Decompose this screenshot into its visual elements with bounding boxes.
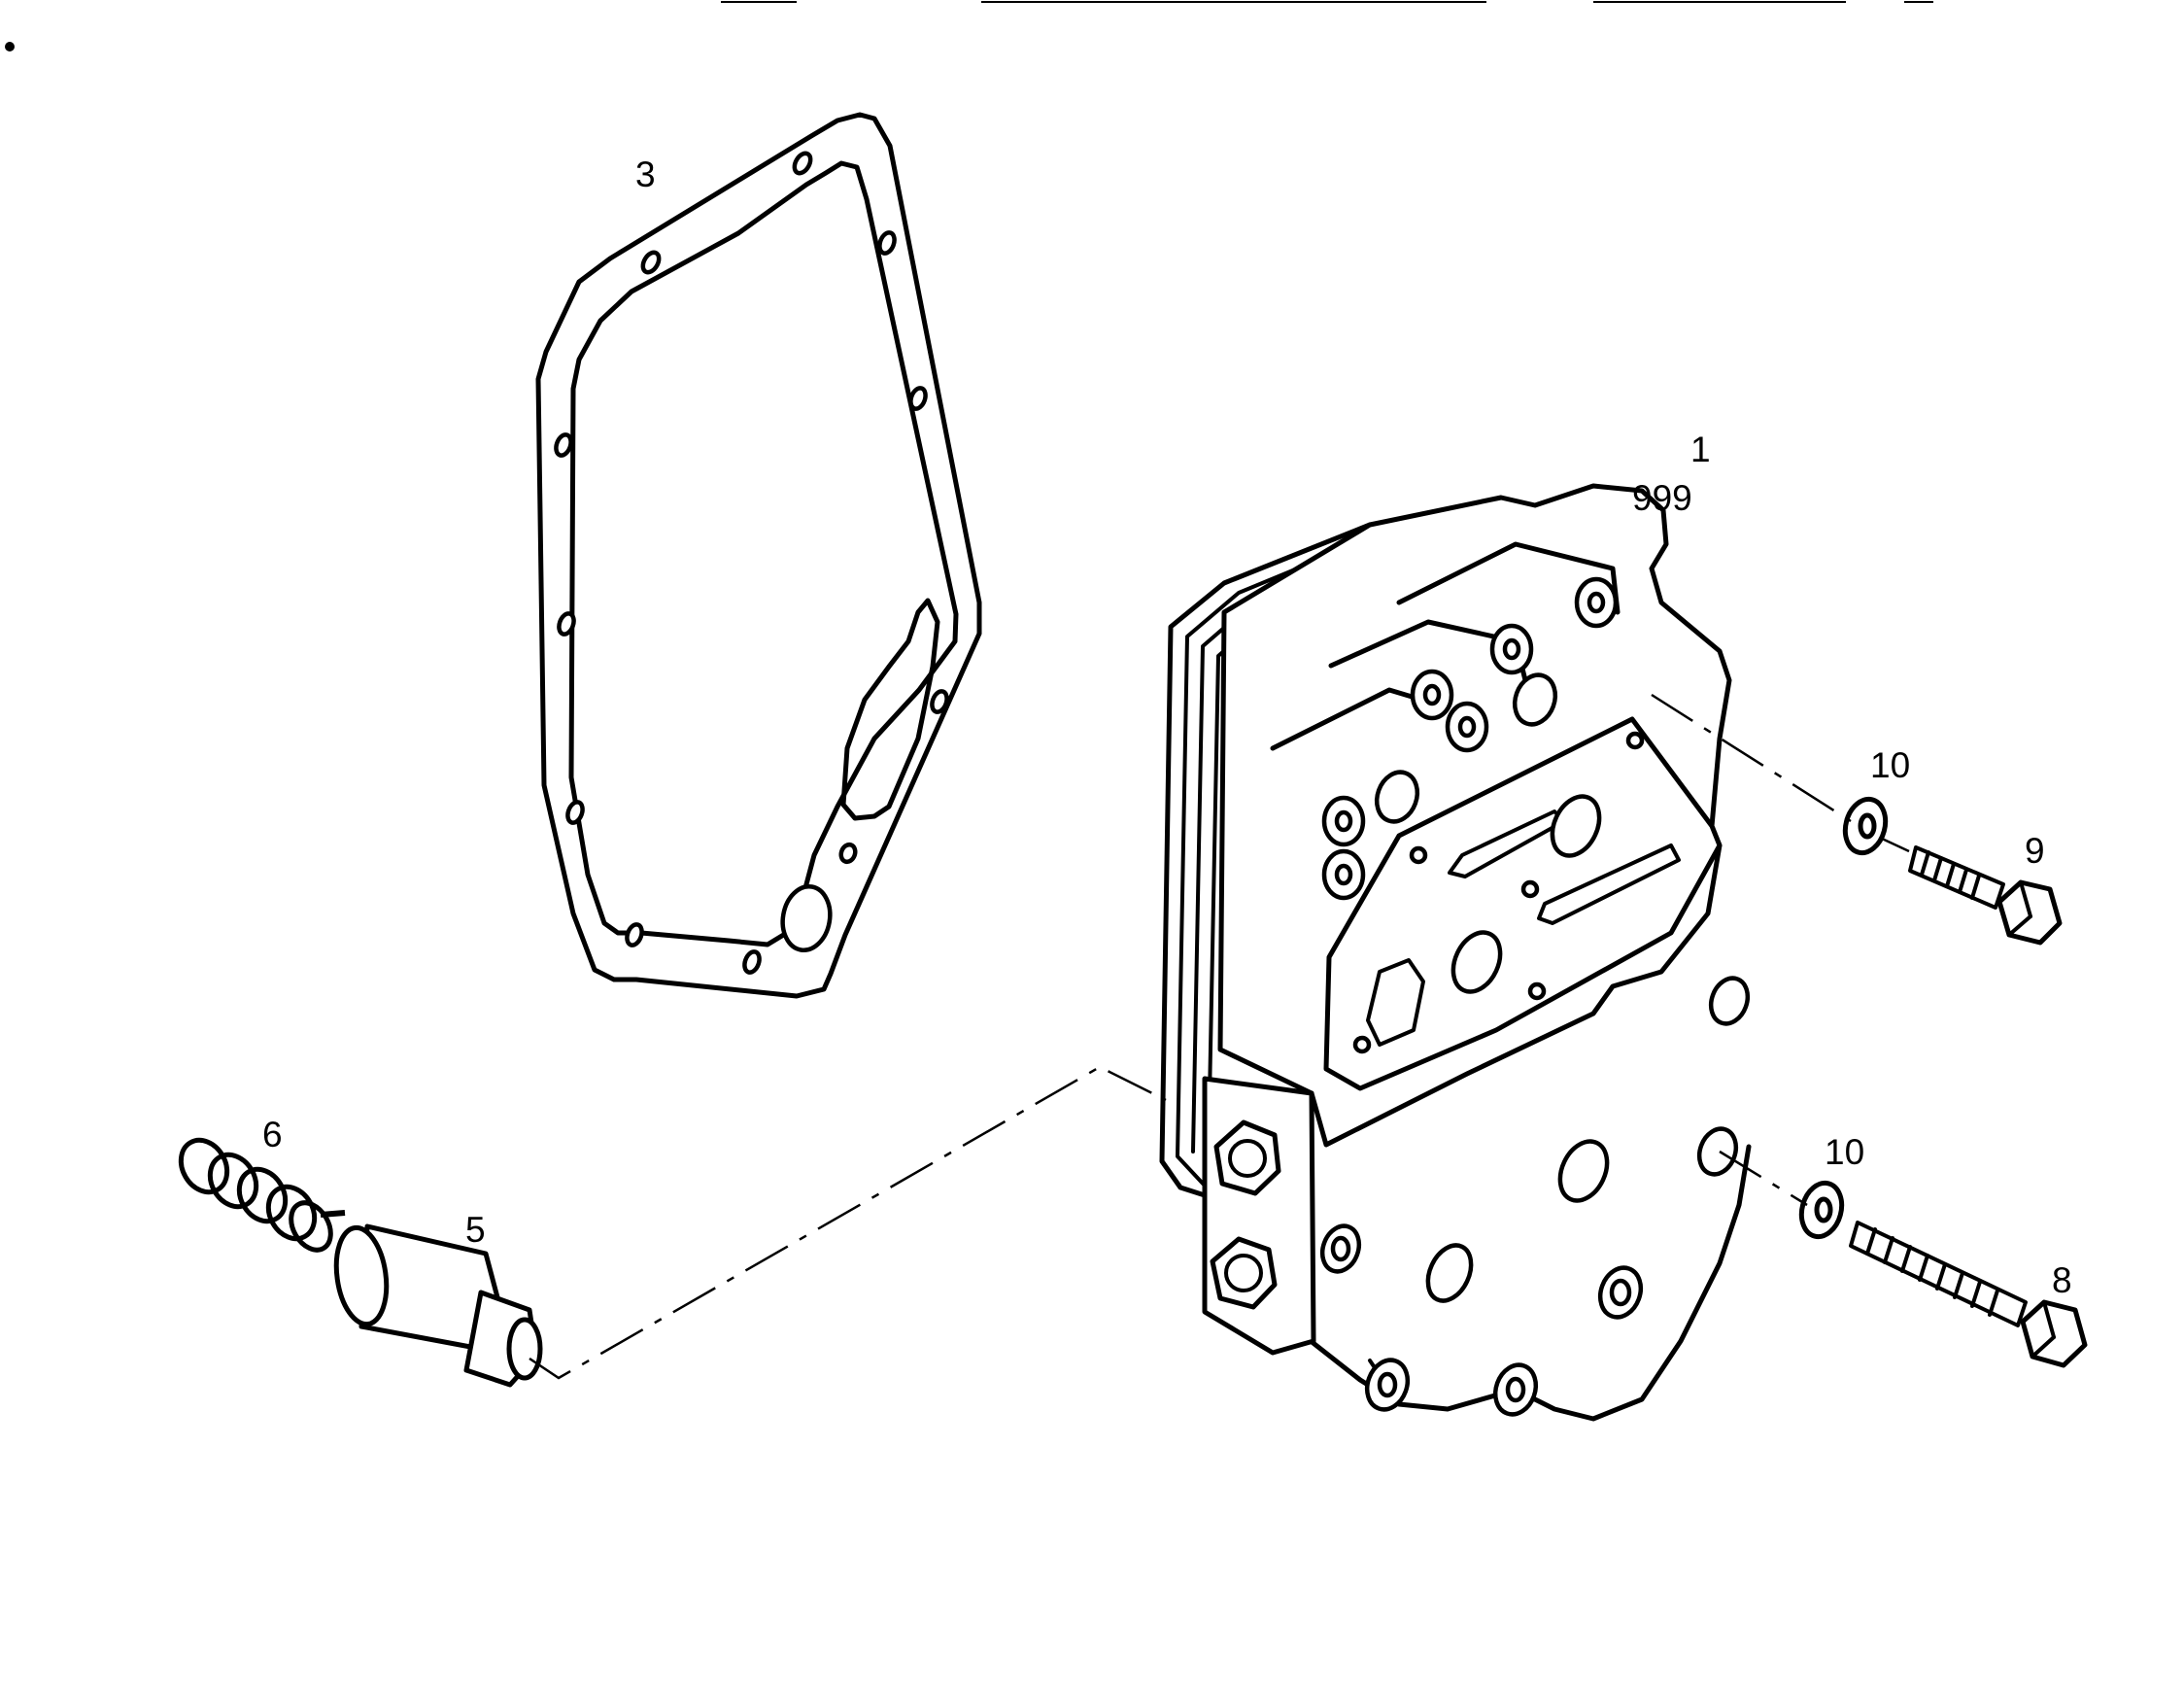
bolt-long-part	[1849, 1221, 2088, 1368]
callout-washer-upper: 10	[1870, 745, 1910, 785]
callout-housing-sub: 999	[1632, 478, 1692, 518]
bolt-short-part	[1908, 845, 2063, 946]
scan-edge-marks	[5, 1, 1933, 52]
assembly-centerlines	[529, 693, 1910, 1380]
callout-bolt-short: 9	[2025, 831, 2045, 871]
piston-part	[333, 1223, 543, 1388]
valve-housing-part	[1159, 483, 1752, 1422]
washer-upper-part	[1842, 796, 1889, 856]
gasket-part	[535, 112, 982, 999]
callout-bolt-long: 8	[2052, 1260, 2072, 1300]
callout-labels: 3 1 999 10 9 6 5 10 8	[262, 155, 2072, 1300]
callout-piston: 5	[465, 1210, 486, 1250]
callout-spring: 6	[262, 1115, 283, 1154]
spring-part	[178, 1137, 346, 1253]
callout-housing: 1	[1690, 430, 1711, 469]
washer-lower-part	[1798, 1180, 1845, 1240]
callout-washer-lower: 10	[1825, 1132, 1864, 1172]
callout-gasket: 3	[635, 155, 656, 194]
